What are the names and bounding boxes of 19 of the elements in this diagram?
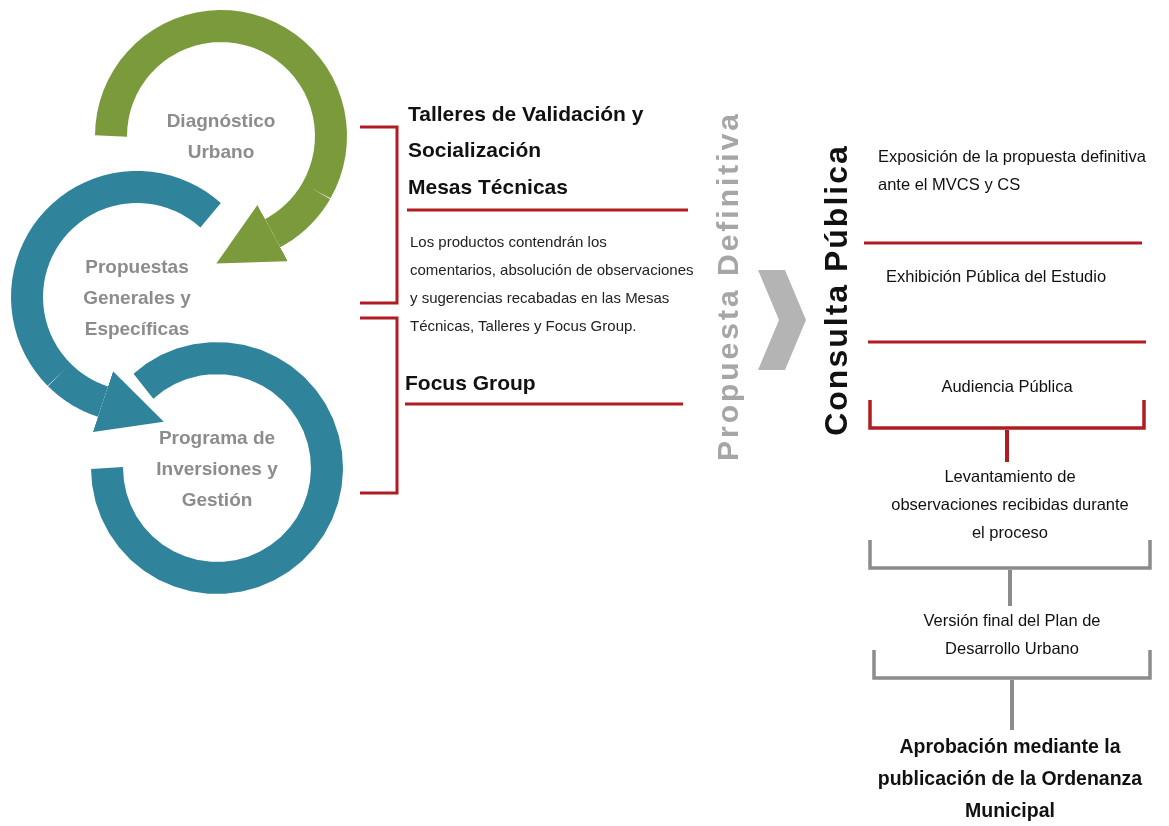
heading: Focus Group [405, 370, 537, 396]
stage-label: Diagnóstico Urbano [165, 109, 277, 164]
stage-label: Programa de Inversiones y Gestión [155, 425, 279, 512]
vertical-heading: Consulta Pública [816, 144, 855, 436]
step-label: Aprobación mediante la publicación de la Ordenanza Municipal [876, 734, 1144, 823]
heading: Talleres de Validación y Socialización [408, 101, 645, 163]
step-label: Versión final del Plan de Desarrollo Urbano [922, 610, 1102, 659]
step-label: Exposición de la propuesta definitiva ante el MVCS y CS [878, 146, 1147, 195]
step-label: Levantamiento de observaciones recibidas durante el proceso [890, 466, 1130, 543]
step-label: Audiencia Pública [940, 376, 1074, 397]
cycle-ring [91, 342, 343, 594]
connector-line [1005, 430, 1009, 462]
vertical-heading: Propuesta Definitiva [710, 110, 745, 462]
step-label: Exhibición Pública del Estudio [886, 266, 1108, 287]
description-text: Los productos contendrán los comentarios, absolución de observaciones y sugerencias recabadas en las Mesas Técnicas, Talleres y Focus Group. [410, 232, 695, 336]
heading: Mesas Técnicas [408, 174, 569, 200]
connector-line [1008, 570, 1012, 606]
stage-label: Propuestas Generales y Específicas [82, 254, 192, 341]
connector-line [1010, 680, 1014, 730]
